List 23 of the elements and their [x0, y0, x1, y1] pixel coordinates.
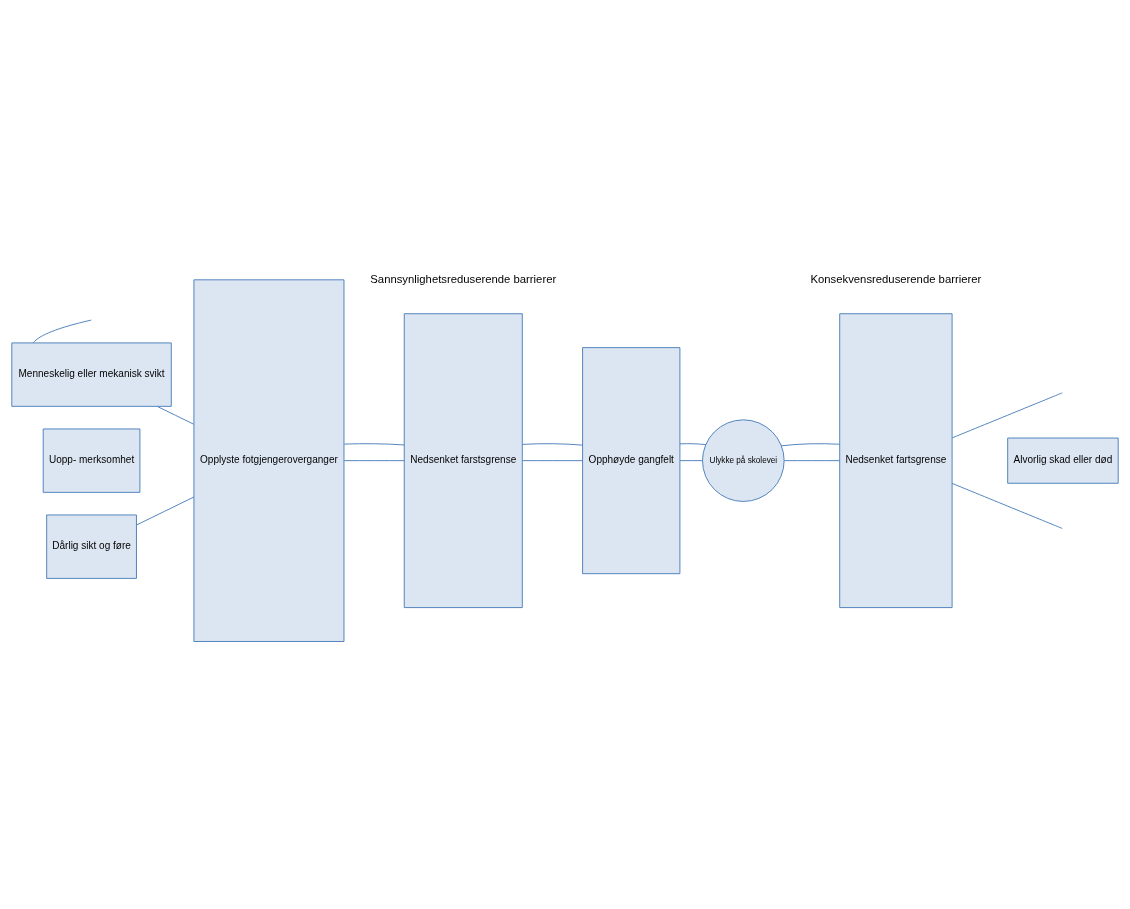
connector: [136, 496, 195, 525]
label: Konsekvensreduserende barrierer: [810, 272, 982, 285]
connector: [780, 442, 840, 446]
connector: [343, 442, 405, 445]
connector: [679, 442, 707, 445]
node-box: Opplyste fotgjengeroverganger: [193, 278, 345, 642]
connector: [951, 391, 1063, 438]
connector: [343, 459, 405, 461]
connector: [679, 459, 703, 461]
node-box: Nedsenket fartsgrense: [839, 312, 953, 608]
connector: [522, 459, 583, 461]
node-box: Opphøyde gangfelt: [582, 346, 681, 574]
label: Sannsynlighetsreduserende barrierer: [370, 272, 557, 285]
connector: [951, 482, 1063, 529]
connector: [32, 319, 92, 343]
connector: [783, 459, 841, 461]
connector: [522, 442, 583, 446]
node-box: Nedsenket farstsgrense: [403, 312, 523, 608]
node-box: Uopp- merksomhet: [42, 427, 141, 493]
connector: [156, 405, 195, 425]
node-box: Alvorlig skad eller død: [1007, 437, 1119, 484]
node-box: Dårlig sikt og føre: [46, 514, 137, 579]
node-box: Menneskelig eller mekanisk svikt: [11, 341, 172, 407]
